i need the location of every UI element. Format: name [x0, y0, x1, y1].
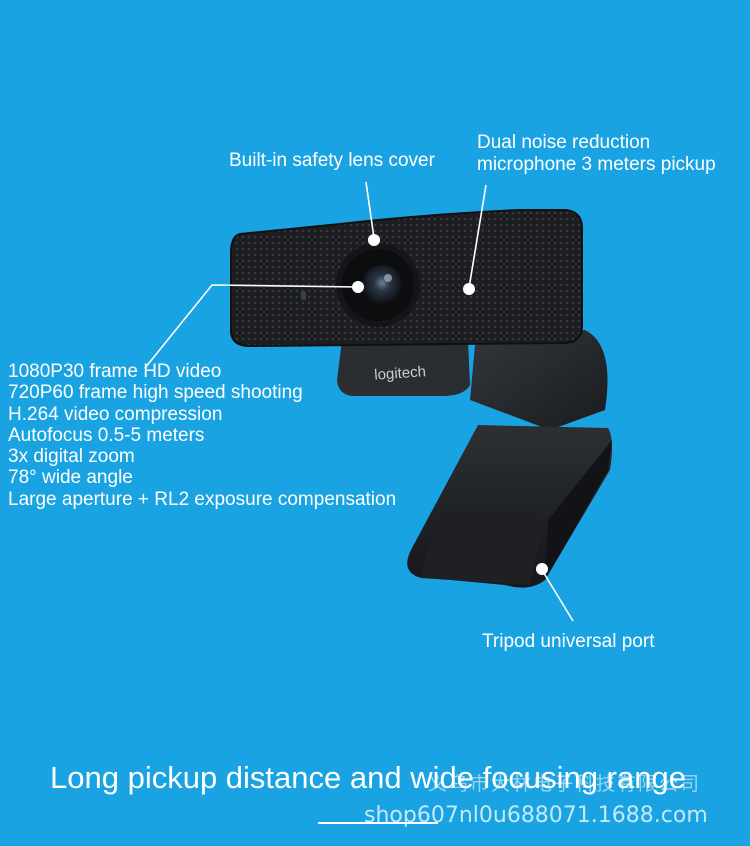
microphone-label-line1: Dual noise reduction: [477, 132, 651, 153]
spec-item: 1080P30 frame HD video: [8, 361, 222, 382]
spec-item: 78° wide angle: [8, 467, 133, 489]
spec-item: H.264 video compression: [8, 403, 223, 425]
headline: Long pickup distance and wide focusing r…: [50, 760, 686, 795]
lens-cover-label: Built-in safety lens cover: [229, 150, 435, 171]
tripod-port-label: Tripod universal port: [482, 631, 655, 652]
camera-neck: logitech: [337, 340, 470, 396]
camera-lens: [362, 265, 402, 305]
microphone-label: Dual noise reduction microphone 3 meters…: [477, 132, 716, 176]
microphone-label-line2: microphone 3 meters pickup: [477, 154, 716, 175]
watermark-company: 义乌市大林电子科技有限公司: [428, 774, 702, 795]
mount-clip: [407, 330, 613, 588]
spec-item: Autofocus 0.5-5 meters: [8, 424, 205, 446]
spec-item: 720P60 frame high speed shooting: [8, 382, 303, 404]
spec-item: Large aperture + RL2 exposure compensati…: [8, 488, 397, 510]
logitech-logo: logitech: [374, 363, 427, 384]
camera-body: [230, 209, 583, 348]
spec-item: 3x digital zoom: [8, 446, 135, 468]
callout-dots: [352, 234, 548, 575]
callout-lines: [144, 181, 574, 622]
headline-underline: [318, 822, 438, 824]
watermark-url: shop607nl0u688071.1688.com: [364, 803, 708, 828]
spec-list: 1080P30 frame HD video 720P60 frame high…: [8, 361, 396, 510]
